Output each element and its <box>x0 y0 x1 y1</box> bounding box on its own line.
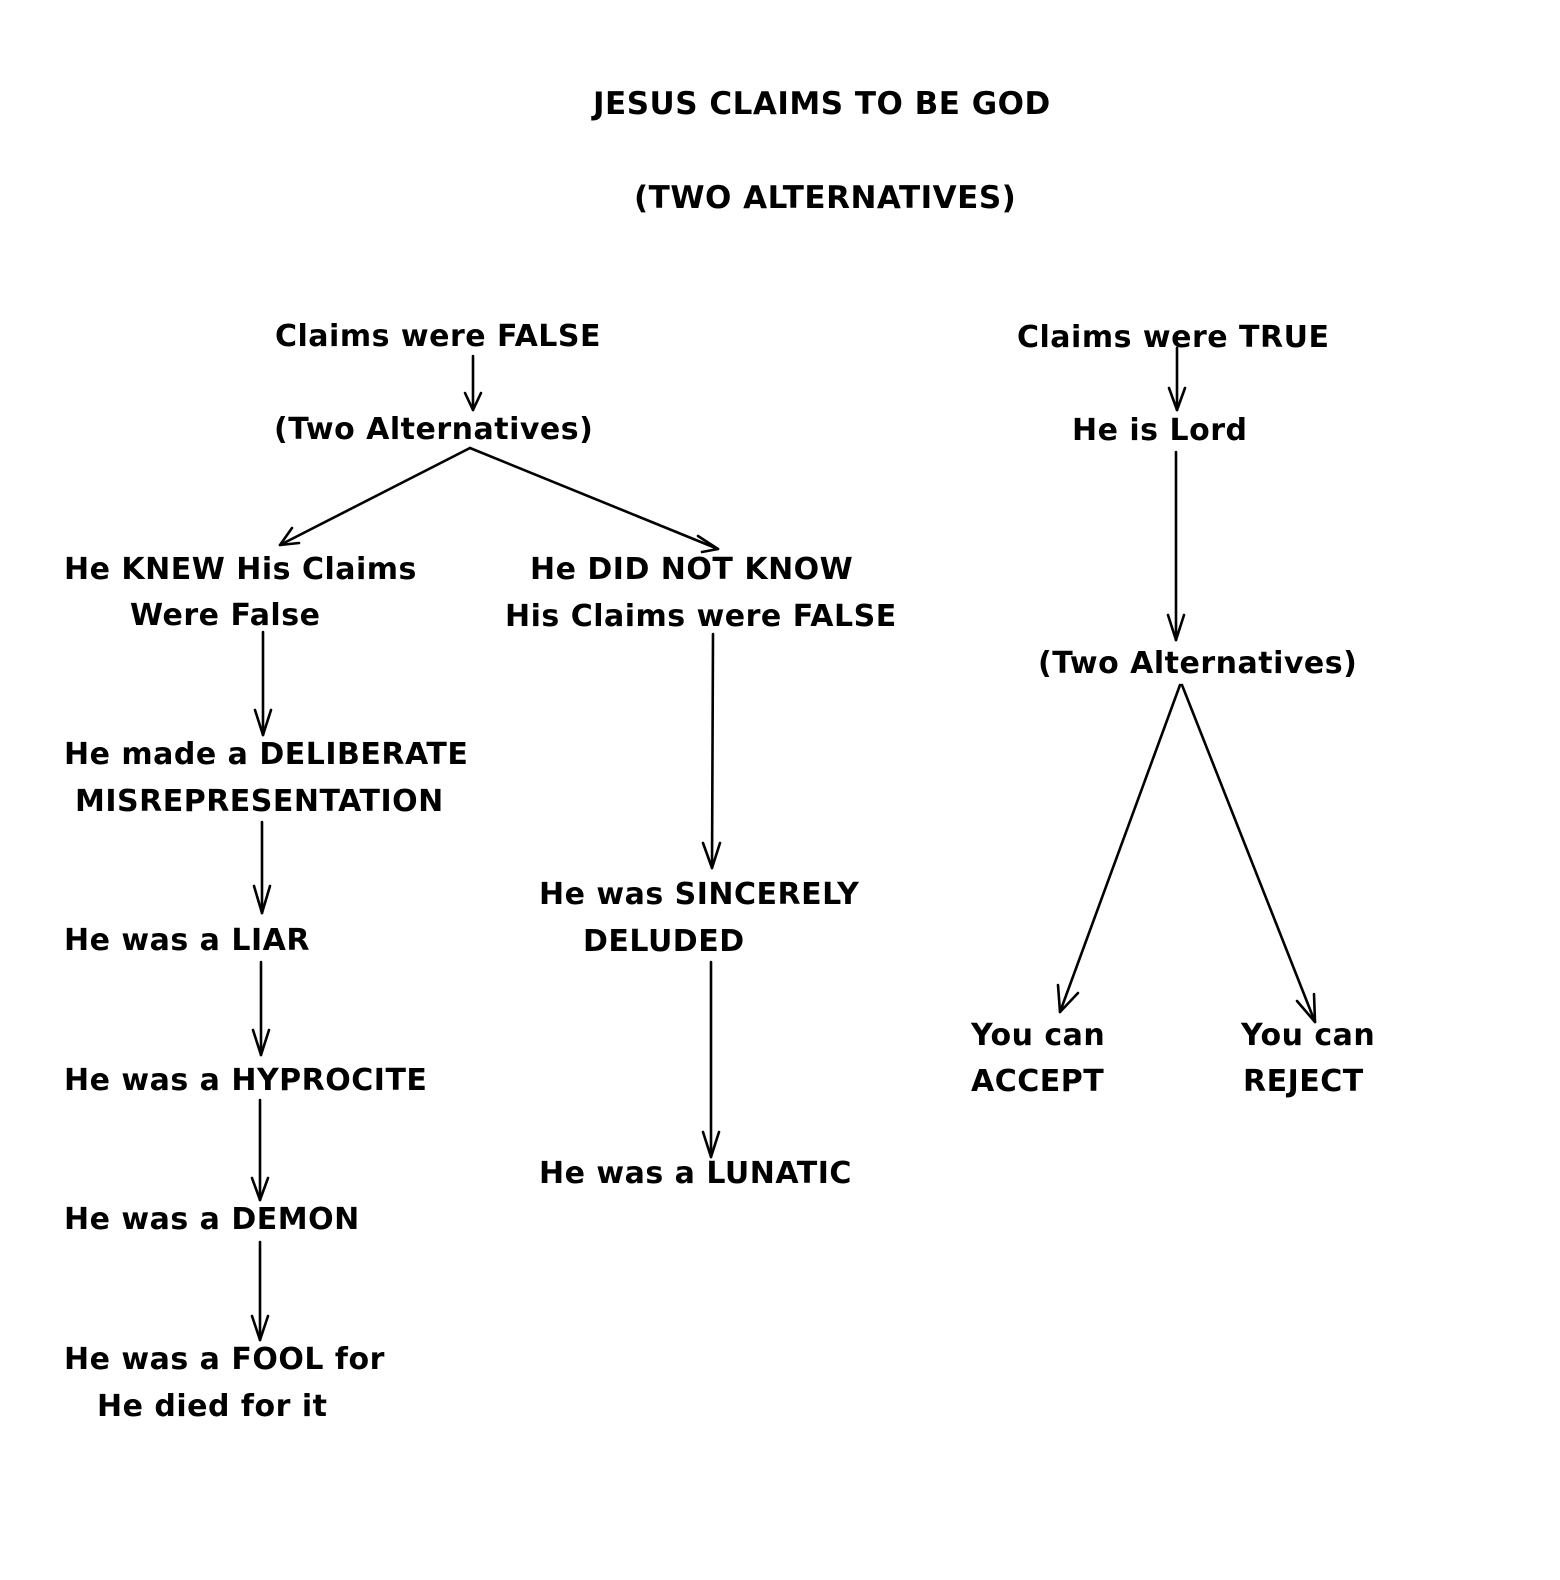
arrow-two-alternatives-to-accept <box>1056 683 1182 1014</box>
node-he-is-lord: He is Lord <box>1072 413 1248 448</box>
arrow-two-alternatives-to-knew <box>278 446 472 547</box>
arrow-demon-to-fool <box>250 1240 270 1342</box>
node-true-two-alternatives: (Two Alternatives) <box>1038 646 1358 681</box>
node-reject-line-2: REJECT <box>1243 1064 1364 1099</box>
arrow-liar-to-hyprocite <box>251 960 271 1057</box>
node-did-not-know-line-2: His Claims were FALSE <box>505 599 897 634</box>
node-reject-line-1: You can <box>1241 1018 1376 1053</box>
node-claims-true: Claims were TRUE <box>1017 320 1330 355</box>
node-knew-line-2: Were False <box>130 598 321 633</box>
node-deliberate-line-2: MISREPRESENTATION <box>75 784 444 819</box>
arrow-did-not-know-to-deluded <box>701 632 722 870</box>
node-claims-false: Claims were FALSE <box>275 319 602 354</box>
arrow-lord-to-two-alternatives <box>1166 450 1186 642</box>
node-fool-line-2: He died for it <box>97 1389 328 1424</box>
diagram-subtitle: (TWO ALTERNATIVES) <box>634 180 1017 216</box>
arrow-deluded-to-lunatic <box>701 960 721 1159</box>
node-fool-line-1: He was a FOOL for <box>64 1342 385 1377</box>
node-deluded-line-1: He was SINCERELY <box>539 877 860 912</box>
node-did-not-know-line-1: He DID NOT KNOW <box>530 552 854 587</box>
node-accept-line-1: You can <box>971 1018 1106 1053</box>
arrow-hyprocite-to-demon <box>250 1098 270 1202</box>
arrow-deliberate-to-liar <box>252 820 272 915</box>
node-demon: He was a DEMON <box>64 1202 360 1237</box>
arrow-two-alternatives-to-reject <box>1180 683 1317 1024</box>
arrow-false-to-two-alternatives <box>463 354 483 412</box>
node-false-two-alternatives: (Two Alternatives) <box>274 412 594 447</box>
node-deliberate-line-1: He made a DELIBERATE <box>64 737 469 772</box>
node-liar: He was a LIAR <box>64 923 310 958</box>
diagram-title: JESUS CLAIMS TO BE GOD <box>593 86 1051 122</box>
node-accept-line-2: ACCEPT <box>971 1064 1105 1099</box>
node-knew-line-1: He KNEW His Claims <box>64 552 417 587</box>
node-hyprocite: He was a HYPROCITE <box>64 1063 428 1098</box>
node-lunatic: He was a LUNATIC <box>539 1156 852 1191</box>
node-deluded-line-2: DELUDED <box>583 924 745 959</box>
arrow-knew-to-deliberate <box>253 630 273 737</box>
arrow-two-alternatives-to-did-not-know <box>468 446 720 554</box>
arrow-true-to-lord <box>1167 346 1187 412</box>
